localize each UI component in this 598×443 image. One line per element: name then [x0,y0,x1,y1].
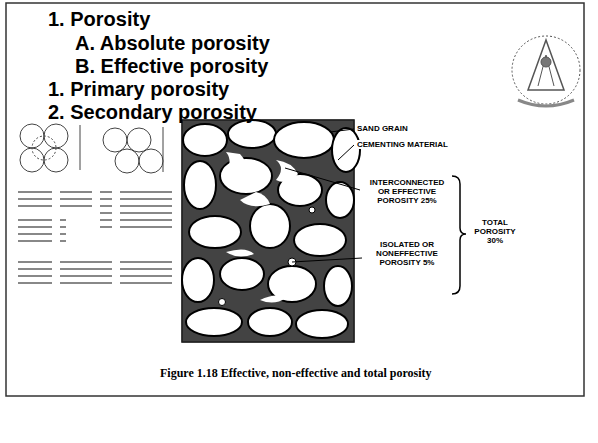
list-item: 1. Primary porosity [48,78,229,101]
list-item: B. Effective porosity [75,55,268,78]
slide-frame [6,3,584,396]
leader-lines [285,129,362,262]
callout-label: INTERCONNECTED OR EFFECTIVE POROSITY 25% [362,178,452,205]
callout-label: ISOLATED OR NONEFFECTIVE POROSITY 5% [364,240,450,267]
sphere-packing-figures [20,124,163,173]
university-seal [512,36,580,106]
figure-caption: Figure 1.18 Effective, non-effective and… [160,366,432,381]
callout-label: TOTAL POROSITY 30% [468,218,522,245]
total-bracket [452,176,466,294]
grain-cross-section [182,120,360,342]
fine-print-texture [18,188,176,286]
list-item: 2. Secondary porosity [48,101,257,124]
slide-title: 1. Porosity [48,8,150,31]
callout-label: SAND GRAIN [356,124,409,133]
callout-label: CEMENTING MATERIAL [356,140,449,149]
list-item: A. Absolute porosity [75,32,270,55]
